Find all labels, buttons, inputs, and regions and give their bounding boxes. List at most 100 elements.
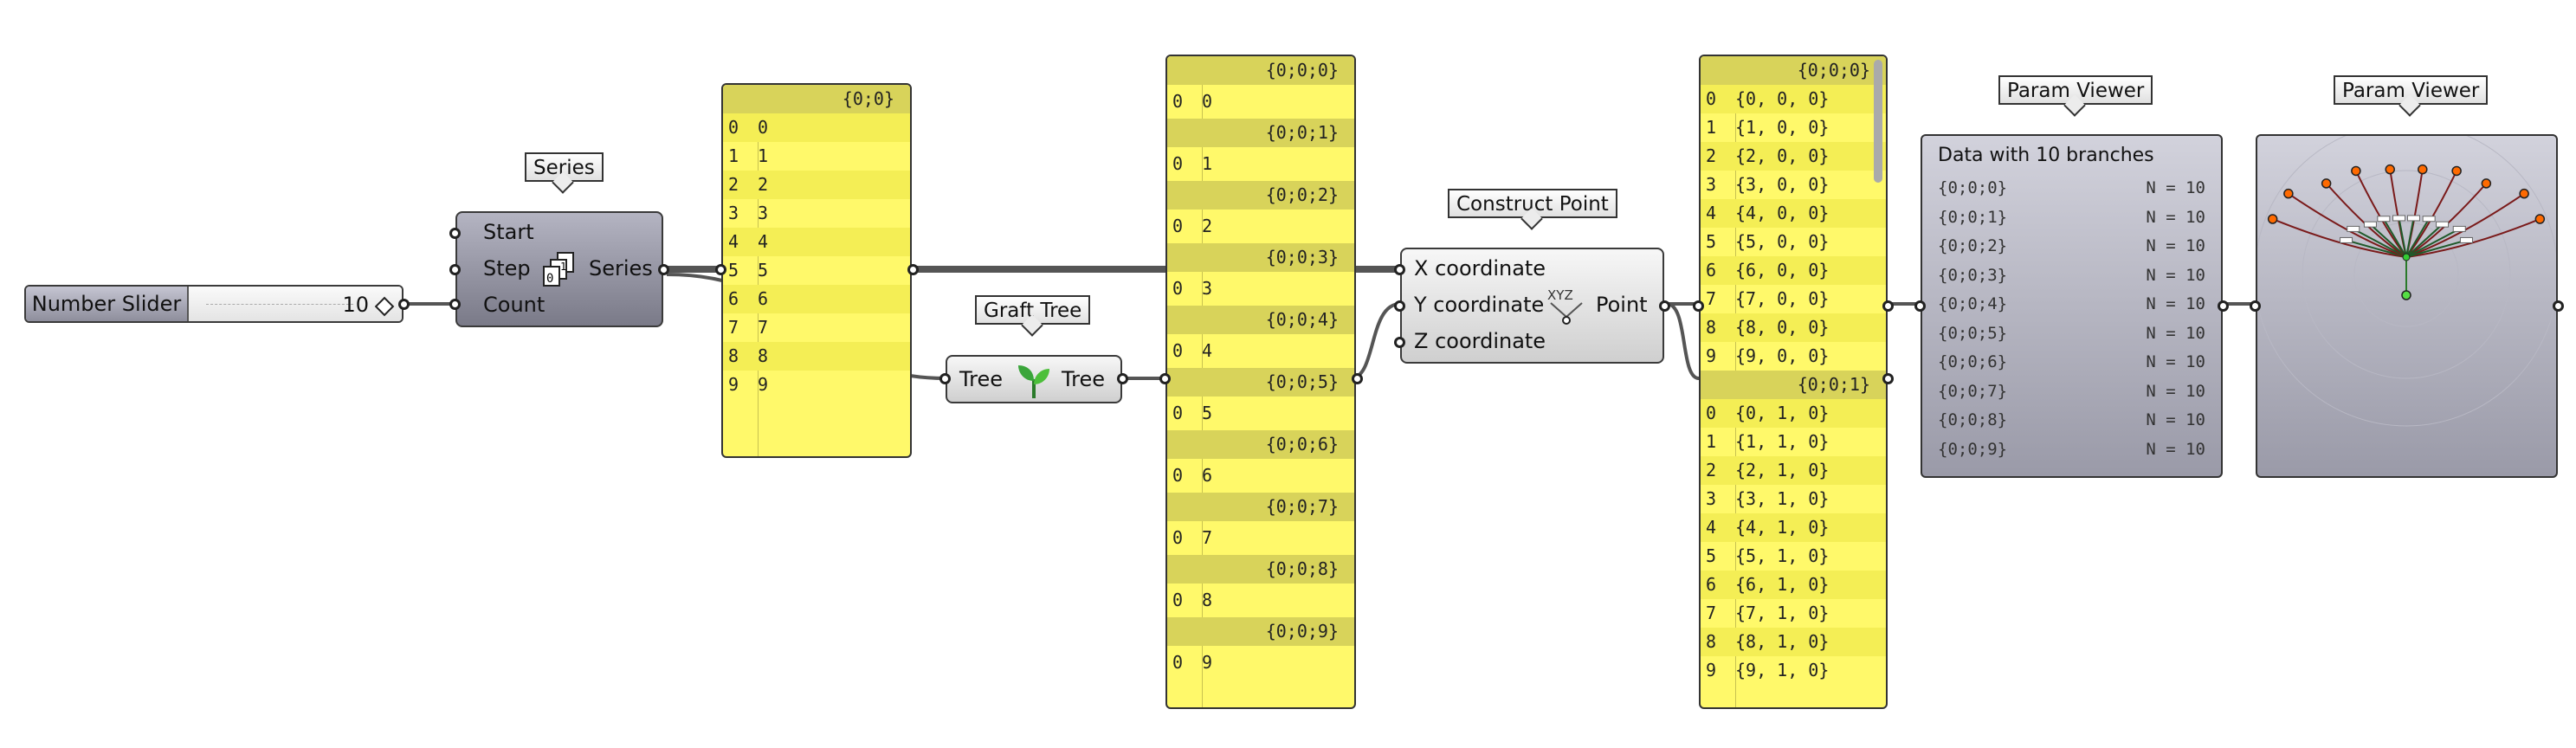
- row-index: 6: [728, 288, 739, 309]
- slider-track[interactable]: 10: [189, 287, 402, 321]
- panel-scrollbar[interactable]: [1874, 60, 1882, 183]
- y-input-port[interactable]: [1394, 300, 1405, 312]
- tree-ring: [2302, 170, 2511, 379]
- branch-header: {0;0;4}: [1167, 306, 1354, 334]
- series-output-port[interactable]: [658, 264, 669, 275]
- row-value: 2: [1202, 216, 1213, 236]
- list-item: 1{1, 1, 0}: [1701, 428, 1886, 456]
- panel2-output-port[interactable]: [1352, 373, 1363, 384]
- param-viewer-tree-callout: Param Viewer: [2334, 75, 2489, 105]
- graft-output-port[interactable]: [1117, 373, 1128, 384]
- tree-branch: [2405, 218, 2540, 258]
- series-step-port[interactable]: [449, 264, 461, 275]
- row-index: 0: [1172, 91, 1184, 112]
- list-item: 4 {4, 0, 0}: [1701, 199, 1886, 228]
- row-value: 2: [758, 174, 769, 195]
- tree-node-tag: [2436, 221, 2450, 228]
- row-value: {8, 1, 0}: [1735, 631, 1830, 652]
- row-index: 4: [1706, 517, 1717, 538]
- tree-node-tag: [2459, 236, 2473, 243]
- slider-label: Number Slider: [26, 287, 189, 321]
- tree-hub-node: [2402, 253, 2411, 261]
- series-callout: Series: [525, 152, 604, 182]
- row-index: 0: [1172, 340, 1184, 361]
- list-item: 8{8, 0, 0}: [1701, 313, 1886, 342]
- row-index: 0: [1172, 278, 1184, 299]
- point-output-port[interactable]: [1659, 300, 1670, 312]
- viewer2-output-port[interactable]: [2553, 300, 2564, 312]
- z-input-port[interactable]: [1394, 337, 1405, 348]
- row-value: 3: [1202, 278, 1213, 299]
- panel3-input-port[interactable]: [1693, 300, 1704, 312]
- row-index: 7: [1706, 288, 1717, 309]
- tree-leaf-node: [2351, 165, 2361, 177]
- construct-point-component[interactable]: X coordinate Y coordinate Z coordinate P…: [1400, 248, 1664, 364]
- svg-text:1: 1: [560, 261, 566, 273]
- row-value: 1: [1202, 153, 1213, 174]
- row-index: 0: [1172, 403, 1184, 423]
- tree-graph: [2257, 136, 2556, 427]
- row-value: {0, 0, 0}: [1735, 88, 1830, 109]
- list-item: 7{7, 1, 0}: [1701, 599, 1886, 628]
- viewer-branch-path: {0;0;8}: [1938, 410, 2008, 429]
- series-component[interactable]: Start Step Count Series 0 1: [455, 211, 663, 327]
- panel2-input-port[interactable]: [1159, 373, 1171, 384]
- panel3-output-port-2[interactable]: [1882, 373, 1894, 384]
- list-item: 0{0, 0, 0}: [1701, 85, 1886, 113]
- list-item: 1{1, 0, 0}: [1701, 113, 1886, 142]
- panel1-input-port[interactable]: [715, 264, 726, 275]
- list-item: 4{4, 1, 0}: [1701, 513, 1886, 542]
- row-index: 5: [728, 260, 739, 280]
- tree-ring: [2353, 222, 2459, 327]
- tree-leaf-node: [2481, 178, 2492, 189]
- row-value: {0, 1, 0}: [1735, 403, 1830, 423]
- row-index: 4: [1706, 203, 1717, 223]
- panel1-output-port[interactable]: [907, 264, 919, 275]
- viewer1-input-port[interactable]: [1914, 300, 1926, 312]
- slider-output-port[interactable]: [398, 299, 410, 310]
- branch-header: {0;0;6}: [1167, 430, 1354, 459]
- tree-stem: [2405, 239, 2467, 258]
- graft-tree-component[interactable]: Tree Tree: [946, 355, 1122, 403]
- row-index: 8: [1706, 631, 1717, 652]
- viewer1-output-port[interactable]: [2218, 300, 2229, 312]
- branch-header: {0;0;7}: [1167, 493, 1354, 521]
- tree-stem: [2382, 218, 2407, 258]
- slider-grip-icon[interactable]: [374, 296, 395, 317]
- param-viewer-tree[interactable]: [2256, 134, 2558, 478]
- viewer2-input-port[interactable]: [2250, 300, 2261, 312]
- row-value: {6, 1, 0}: [1735, 574, 1830, 595]
- panel3-output-port[interactable]: [1882, 300, 1894, 312]
- viewer-branch-row: {0;0;1}N = 10: [1938, 203, 2205, 232]
- param-viewer-text[interactable]: Data with 10 branches {0;0;0}N = 10{0;0;…: [1921, 134, 2223, 478]
- row-value: {2, 1, 0}: [1735, 460, 1830, 480]
- row-value: {4, 0, 0}: [1735, 203, 1830, 223]
- panel-points[interactable]: {0;0;0}0{0, 0, 0}1{1, 0, 0}2{2, 0, 0}3{3…: [1699, 55, 1888, 709]
- row-index: 0: [1172, 527, 1184, 548]
- series-count-port[interactable]: [449, 299, 461, 310]
- viewer-branch-row: {0;0;5}N = 10: [1938, 319, 2205, 348]
- construct-point-callout: Construct Point: [1448, 189, 1617, 218]
- viewer-branch-path: {0;0;7}: [1938, 381, 2008, 401]
- viewer-branch-count: N = 10: [2146, 381, 2205, 401]
- x-input-port[interactable]: [1394, 264, 1405, 275]
- row-value: {8, 0, 0}: [1735, 317, 1830, 338]
- tree-node-tag: [2452, 225, 2466, 232]
- tree-leaf-node: [2451, 165, 2462, 177]
- graft-input-port[interactable]: [939, 373, 951, 384]
- row-index: 1: [1706, 117, 1717, 138]
- graft-input-label: Tree: [959, 367, 1004, 391]
- number-slider[interactable]: Number Slider 10: [24, 285, 404, 323]
- list-item: 8 {8, 1, 0}: [1701, 628, 1886, 656]
- viewer-branch-path: {0;0;2}: [1938, 236, 2008, 255]
- series-start-port[interactable]: [449, 228, 461, 239]
- row-index: 5: [1706, 231, 1717, 252]
- row-value: 1: [758, 145, 769, 166]
- viewer-branch-row: {0;0;9}N = 10: [1938, 435, 2205, 464]
- list-item: 2{2, 0, 0}: [1701, 142, 1886, 171]
- xyz-point-icon: XYZ: [1547, 287, 1583, 325]
